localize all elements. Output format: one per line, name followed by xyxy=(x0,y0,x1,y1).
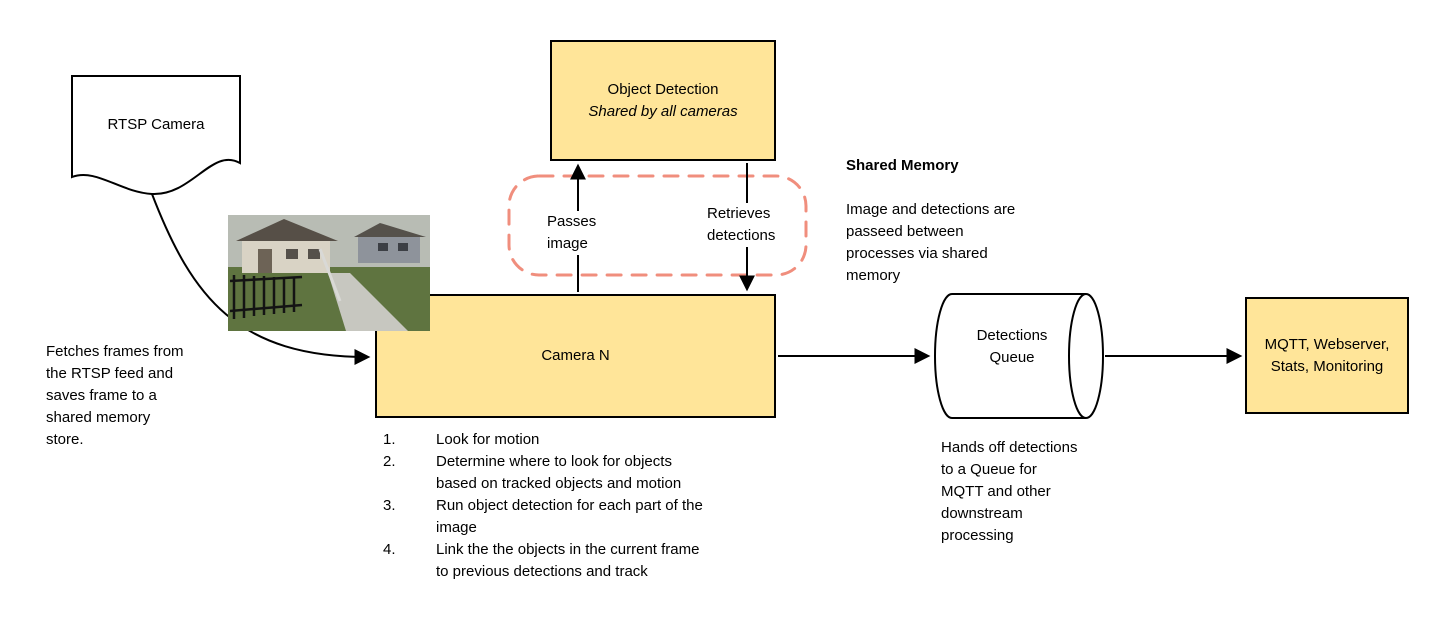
shared-memory-dashed-box xyxy=(507,174,808,277)
camera-step-2-number: 2. xyxy=(383,453,396,470)
camera-step-1-number: 1. xyxy=(383,431,396,448)
object-detection-text: Object Detection Shared by all cameras xyxy=(588,79,737,123)
camera-step-4-text: Link the the objects in the current fram… xyxy=(436,541,700,580)
detections-queue-rim xyxy=(1068,293,1104,419)
fetch-frames-note: Fetches frames from the RTSP feed and sa… xyxy=(46,343,184,448)
camera-steps-list: 1. Look for motion 2. Determine where to… xyxy=(383,429,755,583)
camera-step-1-text: Look for motion xyxy=(436,431,540,448)
camera-step-4-number: 4. xyxy=(383,541,396,558)
camera-snapshot-image xyxy=(228,215,430,331)
detections-queue-label: Detections Queue xyxy=(976,327,1048,366)
rtsp-camera-label: RTSP Camera xyxy=(107,116,205,133)
passes-image-label: Passes image xyxy=(545,211,599,255)
object-detection-title: Object Detection xyxy=(607,80,719,98)
camera-n-label: Camera N xyxy=(541,347,610,364)
camera-step-3-number: 3. xyxy=(383,497,396,514)
camera-n-node: Camera N xyxy=(375,294,776,418)
camera-step-3-text: Run object detection for each part of th… xyxy=(436,497,703,536)
camera-step-1: 1. Look for motion xyxy=(383,429,755,451)
camera-step-2-text: Determine where to look for objects base… xyxy=(436,453,682,492)
camera-step-4: 4. Link the the objects in the current f… xyxy=(383,539,755,583)
mqtt-label: MQTT, Webserver, Stats, Monitoring xyxy=(1264,335,1390,375)
detections-queue-cylinder xyxy=(934,293,1086,419)
hands-off-note: Hands off detections to a Queue for MQTT… xyxy=(941,439,1078,544)
shared-memory-note: Shared Memory Image and detections are p… xyxy=(846,133,1076,309)
camera-step-3: 3. Run object detection for each part of… xyxy=(383,495,755,539)
rtsp-camera-document-shape xyxy=(71,75,241,196)
object-detection-subtitle: Shared by all cameras xyxy=(588,102,738,120)
object-detection-node: Object Detection Shared by all cameras xyxy=(550,40,776,161)
camera-step-2: 2. Determine where to look for objects b… xyxy=(383,451,755,495)
fetch-frames-arrow xyxy=(151,193,371,365)
shared-memory-body: Image and detections are passeed between… xyxy=(846,201,1016,284)
retrieves-detections-label: Retrieves detections xyxy=(705,203,778,247)
shared-memory-title: Shared Memory xyxy=(846,157,959,174)
mqtt-node: MQTT, Webserver, Stats, Monitoring xyxy=(1245,297,1409,414)
